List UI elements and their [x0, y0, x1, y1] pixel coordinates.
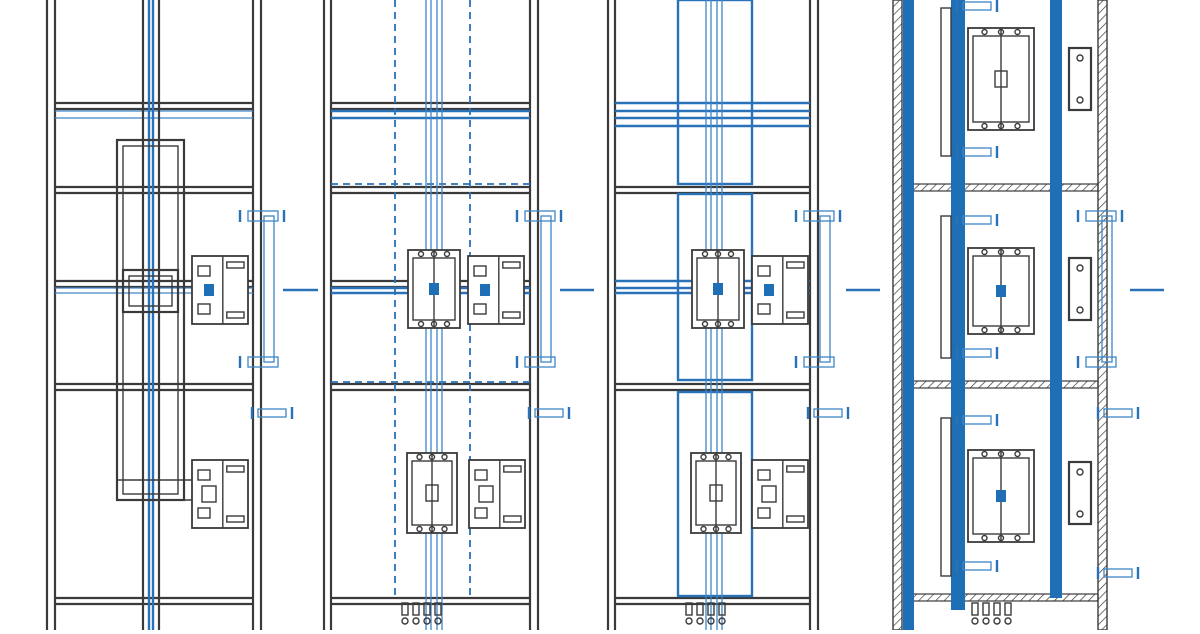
circuit-breaker [407, 249, 461, 329]
terminal-block [1096, 567, 1140, 579]
circuit-breaker [691, 249, 745, 329]
terminal-block [955, 0, 999, 12]
handle-bracket [1076, 210, 1124, 368]
handle-bracket [794, 210, 842, 368]
circuit-breaker [406, 452, 458, 534]
panel-3 [606, 0, 880, 630]
terminal-block [955, 347, 999, 359]
terminal-block [955, 414, 999, 426]
terminal-block [955, 560, 999, 572]
terminal-block [955, 214, 999, 226]
panel-2 [322, 0, 594, 630]
circuit-breaker [690, 452, 742, 534]
circuit-breaker [967, 247, 1035, 335]
contactor [191, 459, 249, 529]
terminal-block [527, 407, 571, 419]
fuse-terminals [685, 602, 726, 625]
side-bracket [1067, 46, 1093, 112]
handle-bracket [238, 210, 286, 368]
terminal-block [955, 146, 999, 158]
handle-bracket [515, 210, 563, 368]
terminal-block [1096, 407, 1140, 419]
side-bracket [1067, 256, 1093, 322]
fuse-terminals [401, 602, 442, 625]
circuit-breaker [967, 27, 1035, 131]
circuit-breaker [967, 449, 1035, 543]
contactor [751, 255, 809, 325]
terminal-block [806, 407, 850, 419]
panel-1 [45, 0, 318, 630]
terminal-block [250, 407, 294, 419]
side-bracket [1067, 460, 1093, 526]
contactor [191, 255, 249, 325]
contactor [751, 459, 809, 529]
contactor [467, 255, 525, 325]
panel-4 [892, 0, 1164, 631]
contactor [468, 459, 526, 529]
fuse-terminals [971, 602, 1012, 625]
